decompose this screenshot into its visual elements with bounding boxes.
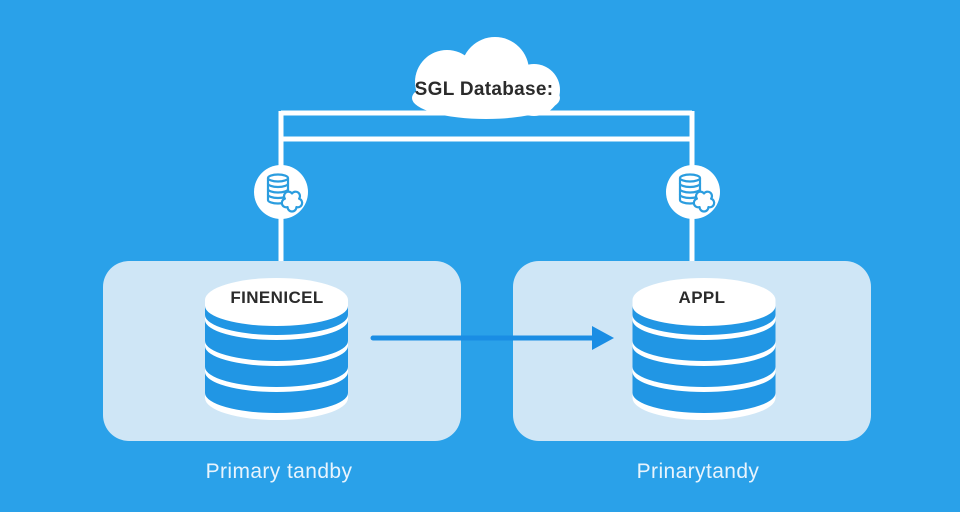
sync-badge-right — [666, 165, 720, 219]
replication-arrow — [370, 326, 614, 350]
arrow-head — [592, 326, 614, 350]
sync-badge-left — [254, 165, 308, 219]
database-cylinder-right: APPL — [632, 278, 776, 420]
db-label-right: APPL — [679, 288, 726, 307]
db-label-left: FINENICEL — [230, 288, 323, 307]
database-cylinder-left: FINENICEL — [205, 278, 348, 420]
cloud-icon — [412, 37, 560, 119]
caption-left: Primary tandby — [206, 460, 353, 483]
cloud-node: SGL Database: — [412, 37, 560, 119]
caption-right: Prinarytandy — [637, 460, 760, 483]
cloud-label: SGL Database: — [415, 79, 554, 100]
